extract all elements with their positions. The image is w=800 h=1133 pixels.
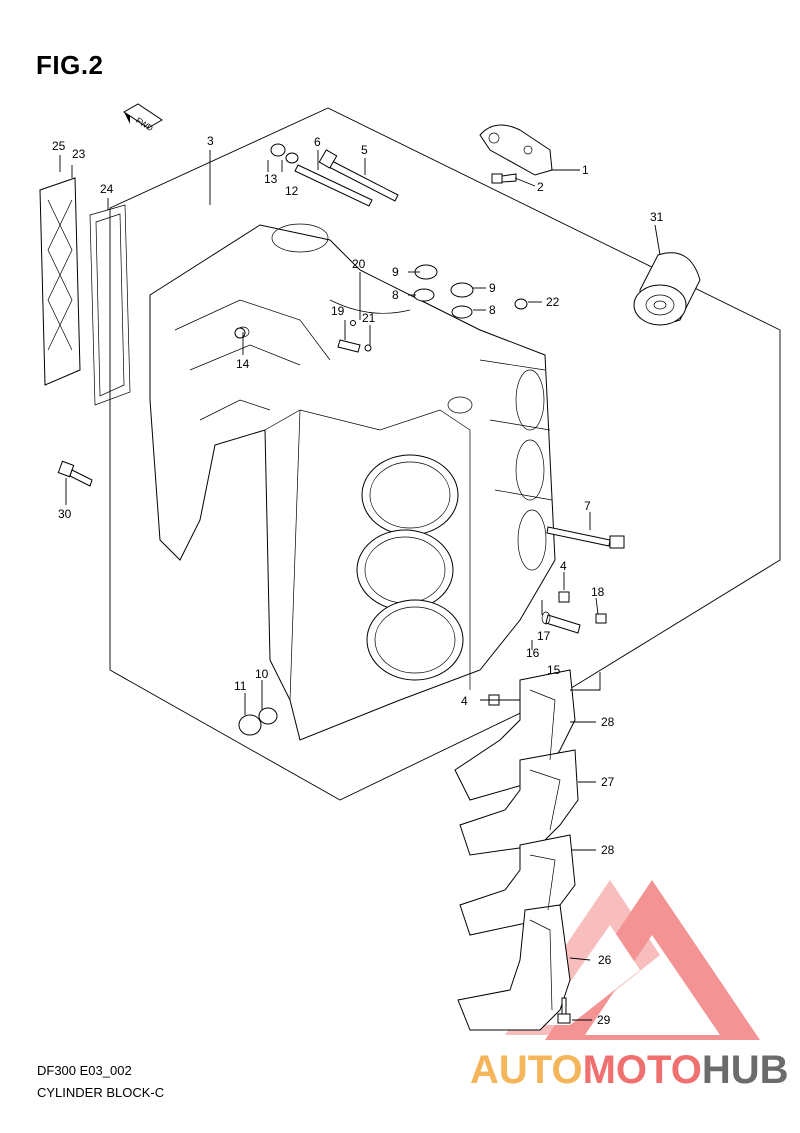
screw-part xyxy=(350,320,356,326)
o-ring-part xyxy=(258,707,278,725)
callout-14: 14 xyxy=(236,357,250,371)
callout-21: 21 xyxy=(362,311,376,325)
callout-13: 13 xyxy=(264,172,278,186)
callout-18: 18 xyxy=(591,585,605,599)
callout-31: 31 xyxy=(650,210,664,224)
callout-2: 2 xyxy=(537,180,544,194)
callout-17: 17 xyxy=(537,629,551,643)
clip-part xyxy=(337,339,361,353)
bolt-part xyxy=(294,149,399,207)
diagram-caption: CYLINDER BLOCK-C xyxy=(37,1085,165,1100)
oil-filter-part xyxy=(633,252,701,326)
gasket-stack-part xyxy=(454,669,579,1031)
callout-4b: 4 xyxy=(461,694,468,708)
callout-26: 26 xyxy=(598,953,612,967)
nut-part xyxy=(270,143,286,157)
bracket-part xyxy=(479,124,553,176)
callout-3: 3 xyxy=(207,134,214,148)
gasket-part xyxy=(89,204,131,406)
cap-part xyxy=(514,298,528,310)
cylinder-block-part xyxy=(149,223,556,741)
callout-labels: 1 2 3 4 4 5 6 7 8 8 9 9 10 11 12 13 14 1… xyxy=(52,134,664,1027)
sensor-part xyxy=(541,611,607,634)
callout-7: 7 xyxy=(584,499,591,513)
callout-4a: 4 xyxy=(560,559,567,573)
watermark-part-2: MOTO xyxy=(582,1048,702,1092)
washer-part xyxy=(285,152,299,164)
leader-lines xyxy=(59,150,661,1021)
callout-16: 16 xyxy=(526,646,540,660)
cover-plate-part xyxy=(39,177,81,386)
watermark-brand: AUTOMOTOHUB xyxy=(470,1048,789,1093)
watermark-part-3: HUB xyxy=(701,1048,789,1092)
callout-30: 30 xyxy=(58,507,72,521)
callout-22: 22 xyxy=(546,295,560,309)
callout-24: 24 xyxy=(100,182,114,196)
long-bolt-part xyxy=(546,526,625,549)
callout-9a: 9 xyxy=(392,265,399,279)
bolt-part xyxy=(491,173,517,184)
callout-19: 19 xyxy=(331,304,345,318)
callout-20: 20 xyxy=(352,257,366,271)
callout-10: 10 xyxy=(255,667,269,681)
plug-part xyxy=(238,714,262,736)
assembly-frame xyxy=(109,107,781,801)
callout-8b: 8 xyxy=(489,303,496,317)
callout-15: 15 xyxy=(547,663,561,677)
callout-6: 6 xyxy=(314,135,321,149)
callout-28a: 28 xyxy=(601,715,615,729)
callout-27: 27 xyxy=(601,775,615,789)
callout-1: 1 xyxy=(582,163,589,177)
callout-9b: 9 xyxy=(489,281,496,295)
callout-8a: 8 xyxy=(392,288,399,302)
callout-11: 11 xyxy=(234,679,247,693)
callout-23: 23 xyxy=(72,147,86,161)
pin-part xyxy=(364,344,372,352)
bolt-part xyxy=(57,460,93,487)
watermark-part-1: AUTO xyxy=(470,1048,583,1092)
dowel-pin-part xyxy=(234,327,246,339)
figure-title: FIG.2 xyxy=(36,50,104,80)
bolt-part xyxy=(557,997,571,1024)
plug-part xyxy=(414,264,474,298)
diagram-code: DF300 E03_002 xyxy=(37,1063,132,1078)
callout-12: 12 xyxy=(285,184,299,198)
fwd-arrow-icon: FWD xyxy=(123,103,163,133)
callout-28b: 28 xyxy=(601,843,615,857)
callout-29: 29 xyxy=(597,1013,611,1027)
callout-5: 5 xyxy=(361,143,368,157)
o-ring-part xyxy=(413,288,473,319)
callout-25: 25 xyxy=(52,139,66,153)
dowel-pin-part xyxy=(558,591,570,603)
